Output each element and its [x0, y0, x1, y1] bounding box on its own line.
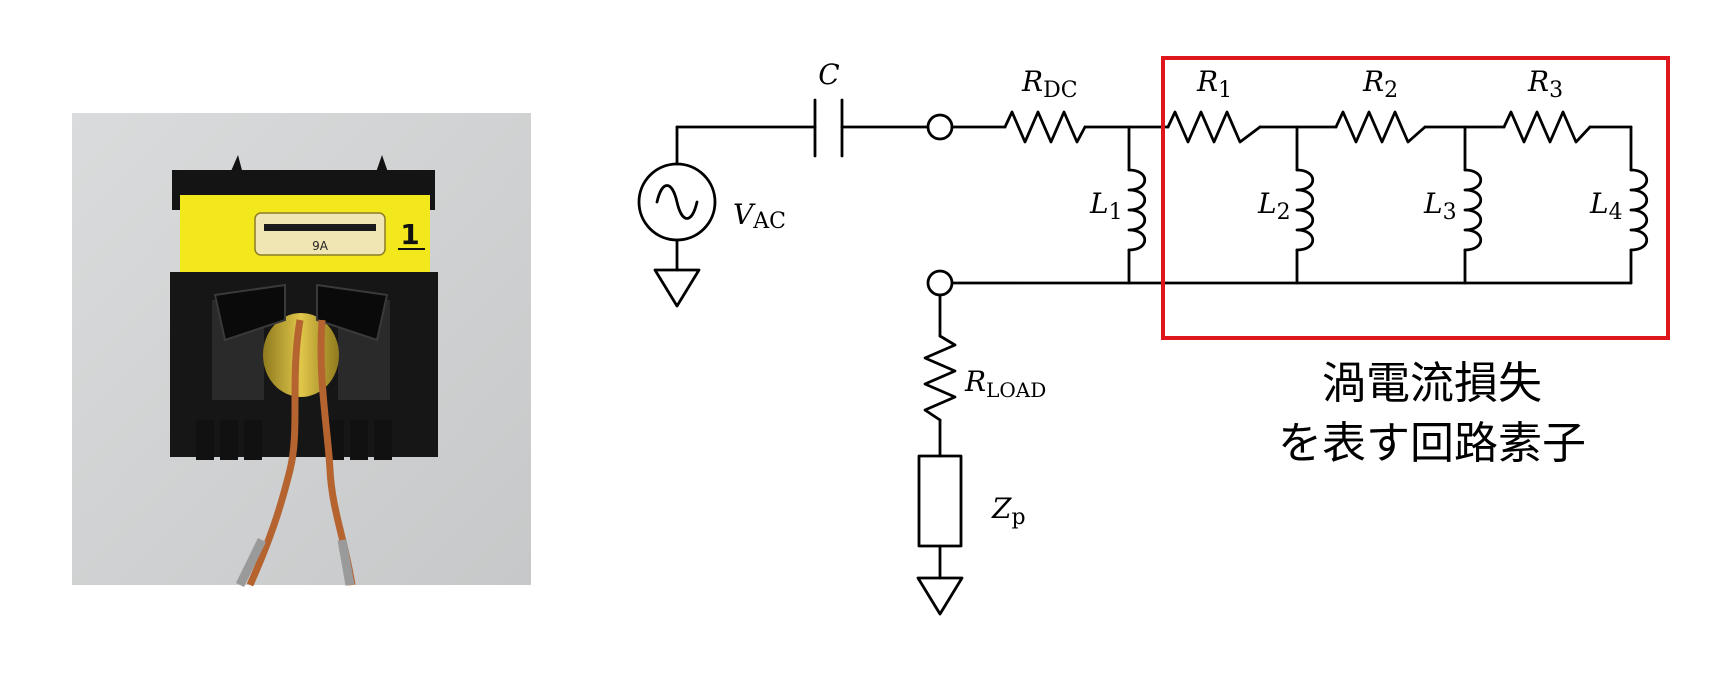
- wire-sleeve: [235, 538, 355, 587]
- label-r1: R1: [1196, 65, 1232, 103]
- label-l4-main: L: [1589, 187, 1609, 220]
- label-l2: L2: [1257, 187, 1291, 225]
- annotation-line2: を表す回路素子: [1278, 418, 1586, 469]
- label-l2-main: L: [1257, 187, 1277, 220]
- label-vac-main: V: [733, 198, 756, 231]
- inductor-l4: [1629, 168, 1649, 252]
- label-rdc: RDC: [1021, 65, 1078, 103]
- label-l4-sub: 4: [1609, 200, 1623, 225]
- label-zp: Zp: [991, 492, 1026, 530]
- annotation-line1: 渦電流損失: [1322, 358, 1542, 409]
- label-r3: R3: [1527, 65, 1563, 103]
- label-capacitor: C: [818, 58, 839, 91]
- label-r2-sub: 2: [1384, 78, 1398, 103]
- label-l2-sub: 2: [1277, 200, 1291, 225]
- tape-label-text: 9A: [312, 239, 329, 253]
- resistor-r3: [1502, 110, 1592, 144]
- tape-number: 1: [400, 218, 419, 251]
- label-rload-main: R: [964, 365, 986, 398]
- inductor-l2: [1295, 168, 1315, 252]
- terminal-top: [926, 113, 954, 141]
- label-r3-main: R: [1527, 65, 1549, 98]
- label-zp-main: Z: [991, 492, 1012, 525]
- label-rload-sub: LOAD: [986, 378, 1046, 402]
- ground-symbol-load: [916, 576, 964, 616]
- label-r2: R2: [1362, 65, 1398, 103]
- label-l3: L3: [1423, 187, 1457, 225]
- label-l3-main: L: [1423, 187, 1443, 220]
- resistor-r2: [1334, 110, 1427, 144]
- transformer-photo: 9A 1: [72, 113, 531, 587]
- ac-sine-icon: [655, 184, 699, 220]
- ground-symbol-source: [653, 268, 701, 308]
- label-r2-main: R: [1362, 65, 1384, 98]
- label-l1: L1: [1089, 187, 1123, 225]
- eddy-current-highlight-box: [1161, 56, 1670, 340]
- tape-label-bar: [264, 224, 376, 231]
- label-l1-main: L: [1089, 187, 1109, 220]
- label-vac-sub: AC: [752, 209, 786, 234]
- inductor-l1: [1127, 168, 1147, 252]
- inductor-l3: [1463, 168, 1483, 252]
- label-r1-sub: 1: [1218, 78, 1232, 103]
- resistor-rload: [923, 334, 957, 422]
- copper-wire-left: [246, 319, 304, 587]
- tape-label: [254, 212, 386, 256]
- label-r1-main: R: [1196, 65, 1218, 98]
- label-rdc-main: R: [1021, 65, 1043, 98]
- bobbin-flange: [213, 283, 389, 342]
- resistor-rdc: [1003, 110, 1087, 144]
- label-zp-sub: p: [1011, 505, 1025, 530]
- label-rdc-sub: DC: [1043, 78, 1077, 103]
- circuit-diagram: [637, 98, 1649, 616]
- bobbin-pins: [196, 420, 392, 460]
- terminal-bottom: [926, 269, 954, 297]
- label-l3-sub: 3: [1443, 200, 1457, 225]
- label-rload: RLOAD: [964, 365, 1046, 402]
- circuit-labels: C VAC RDC R1 R2 R3 L1 L2 L3 L4 RLOA: [733, 58, 1623, 530]
- label-vac: VAC: [733, 198, 786, 234]
- impedance-zp: [917, 454, 963, 548]
- resistor-r1: [1166, 110, 1262, 144]
- label-l4: L4: [1589, 187, 1623, 225]
- label-l1-sub: 1: [1109, 200, 1123, 225]
- label-r3-sub: 3: [1549, 78, 1563, 103]
- eddy-current-annotation: 渦電流損失 を表す回路素子: [1278, 358, 1586, 469]
